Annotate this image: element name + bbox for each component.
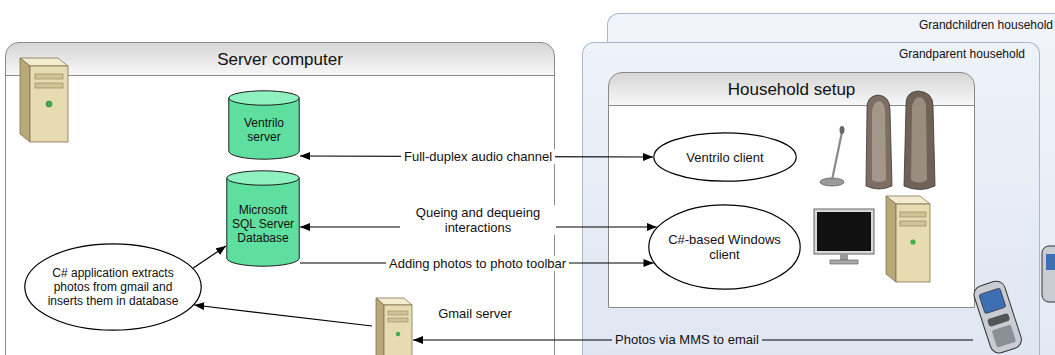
setup-box: Household setupVentrilo clientC#-based W… <box>608 72 975 308</box>
cylinder-top <box>227 171 299 185</box>
ellipse-label: C#-based Windows client <box>664 232 786 262</box>
edge-label: Adding photos to photo toolbar <box>386 256 569 271</box>
server-node: Gmail server <box>372 296 512 346</box>
cylinder-label: Microsoft SQL Server Database <box>229 193 297 245</box>
database-cylinder: Ventrilo server <box>228 90 300 160</box>
database-cylinder: Microsoft SQL Server Database <box>226 170 300 267</box>
server-label: Gmail server <box>438 306 512 321</box>
ellipse-shape <box>25 244 201 330</box>
panel-title: Grandparent household <box>583 47 1025 61</box>
mobile-phone-icon <box>972 279 1024 355</box>
microphone-icon <box>820 126 845 186</box>
panel-title: Grandchildren household <box>608 18 1053 32</box>
edge-label: Full-duplex audio channel <box>401 149 555 164</box>
edge-label: Queing and dequeing interactions <box>400 205 556 235</box>
panel-title: Server computer <box>6 50 554 70</box>
server-panel: Server computerVentrilo serverMicrosoft … <box>5 42 555 355</box>
client-ellipse: C#-based Windows client <box>648 204 801 290</box>
cylinder-label: Ventrilo server <box>231 106 297 144</box>
ellipse-label: C# application extracts photos from gmai… <box>42 266 184 308</box>
monitor-icon <box>814 209 874 264</box>
panel-title: Household setup <box>609 80 974 100</box>
mobile-phone-icon-partial <box>1042 246 1055 302</box>
household-panel: Grandparent householdHousehold setupVent… <box>582 42 1040 355</box>
connector-arrow <box>193 246 226 268</box>
connector-arrow <box>194 305 372 326</box>
ellipse-shape <box>654 133 796 181</box>
line-label: Photos via MMS to email <box>612 332 762 347</box>
ellipse-shape <box>649 205 800 289</box>
speaker-icons <box>866 91 935 190</box>
gmail-server-icon <box>376 298 412 355</box>
server-tower-icon <box>20 58 68 142</box>
cylinder-body <box>227 178 299 266</box>
pc-tower-icon <box>886 196 930 282</box>
process-ellipse: C# application extracts photos from gmai… <box>24 243 202 331</box>
client-ellipse: Ventrilo client <box>653 132 797 182</box>
cylinder-body <box>229 98 299 159</box>
cylinder-top <box>229 91 299 105</box>
ellipse-label: Ventrilo client <box>686 150 763 165</box>
